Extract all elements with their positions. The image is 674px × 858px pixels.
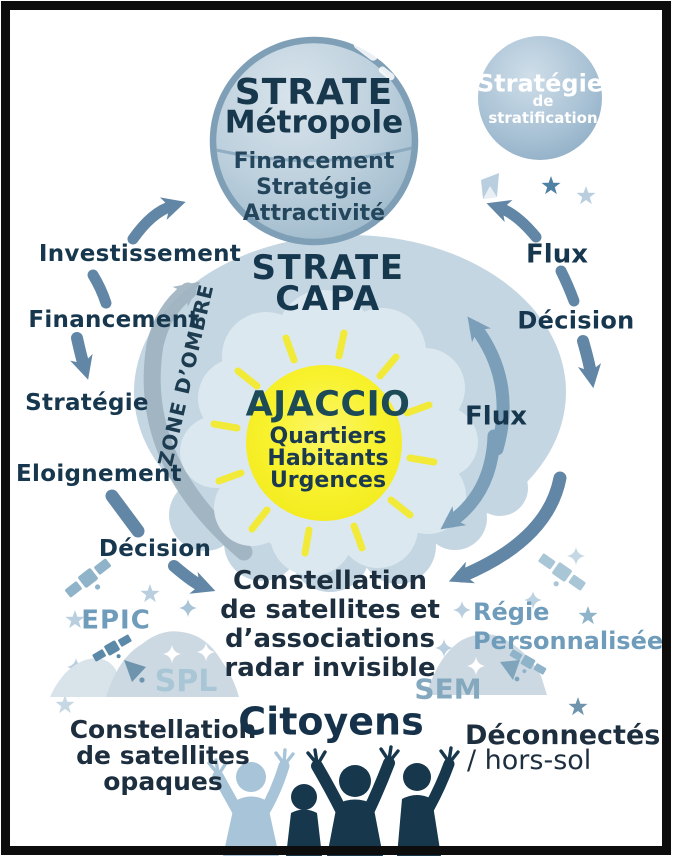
label-sem: SEM [414, 672, 482, 706]
satellite-cone-icon [500, 660, 520, 682]
arrow-decision-to-core-icon [168, 560, 216, 594]
stratification-sphere-line1: Stratégie [476, 69, 604, 98]
metropole-sphere [209, 36, 419, 246]
sparkle-icon [567, 547, 585, 565]
flux-arc-up [467, 316, 510, 456]
label-flux-mid: Flux [465, 401, 527, 432]
stratification-sphere-line2: de stratification [488, 92, 598, 127]
label-decision-right: Décision [517, 306, 635, 335]
label-deconnectes: Déconnectés [465, 720, 661, 751]
label-strategie: Stratégie [25, 390, 149, 417]
star-icon [568, 697, 588, 716]
label-spl: SPL [154, 664, 218, 700]
core-constellation-text: Constellation de satellites et d’associa… [220, 566, 440, 683]
label-eloignement: Eloignement [16, 461, 182, 488]
mini-sphere [478, 36, 602, 160]
star-icon [576, 186, 596, 205]
person-dark-arms-up [306, 745, 400, 856]
sun-items: Quartiers Habitants Urgences [267, 424, 389, 493]
dash-flux-decision-icon [555, 265, 580, 307]
star-icon [140, 584, 160, 603]
satellite-cone-icon [124, 660, 146, 683]
label-regie-personnalisee: Régie Personnalisée [473, 598, 664, 655]
sun [246, 365, 402, 521]
metropole-sphere-subtitle: Métropole [224, 104, 404, 141]
dash-invest-financement-icon [87, 269, 112, 309]
label-hors-sol: / hors-sol [467, 745, 592, 776]
person-dark-one-arm [397, 746, 460, 856]
label-citoyens: Citoyens [238, 699, 424, 744]
label-decision-left: Décision [98, 536, 212, 563]
arrow-financement-down-icon [70, 332, 93, 380]
label-epic: EPIC [81, 605, 151, 636]
flux-arc-down [440, 429, 501, 530]
metropole-sphere-items: Financement Stratégie Attractivité [233, 149, 395, 226]
sphere-gloss-icon [353, 40, 395, 81]
person-small-dark [286, 784, 322, 856]
kite-icon [481, 173, 499, 199]
person-light [207, 748, 295, 856]
arrow-investissement-up-icon [127, 197, 186, 245]
label-flux-top: Flux [526, 239, 588, 270]
satellite-icon [63, 556, 119, 607]
sparkle-icon [453, 601, 471, 619]
arrow-decision-right-down-icon [577, 335, 602, 389]
capa-title: STRATE CAPA [251, 248, 405, 319]
star-icon [541, 176, 561, 195]
arrow-flux-to-sphere-icon [486, 200, 542, 243]
metropole-sphere-title: STRATE [234, 71, 394, 113]
label-financement: Financement [28, 307, 200, 334]
dash-eloignement-decision-icon [105, 489, 145, 538]
sun-city-title: AJACCIO [245, 384, 411, 425]
hill-left-small [50, 658, 119, 697]
zone-ombre-arc [143, 281, 253, 561]
star-icon [55, 695, 75, 714]
label-satellites-opaques: Constellation de satellites opaques [69, 715, 257, 796]
sparkle-icon [179, 599, 197, 617]
label-investissement: Investissement [38, 241, 242, 268]
arrow-circle-to-core-icon [448, 471, 567, 584]
sun-rays [210, 329, 438, 557]
